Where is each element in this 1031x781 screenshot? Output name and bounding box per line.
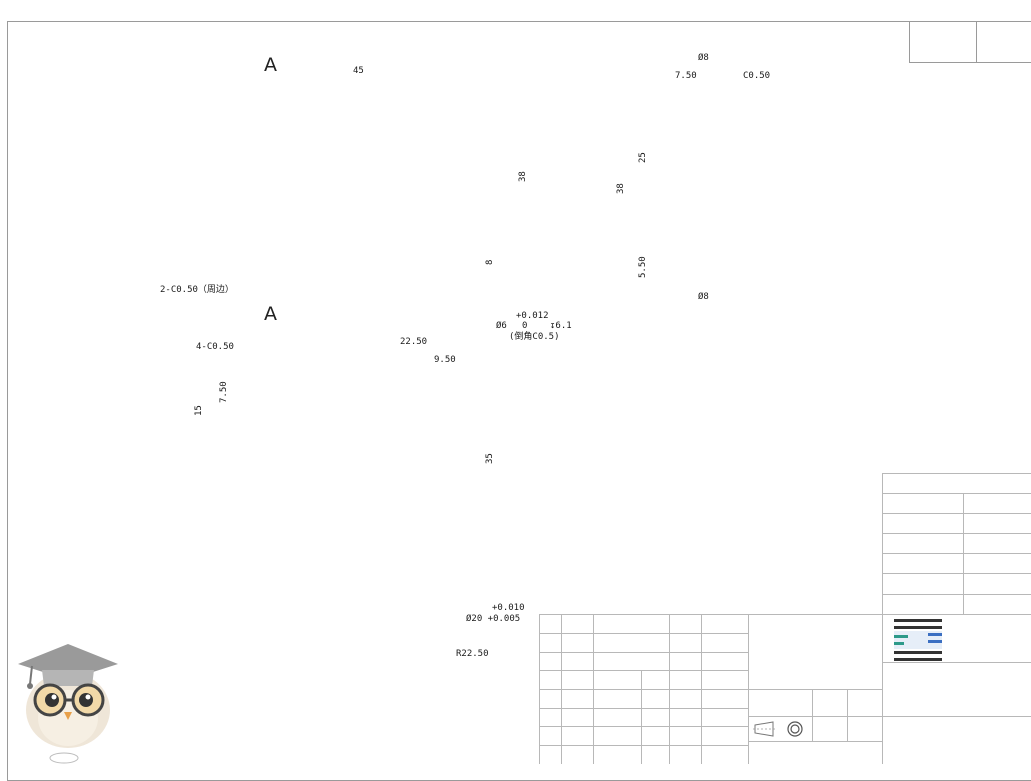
dimension-4c050: 4-C0.50	[196, 342, 234, 352]
dimension-25: 25	[638, 152, 648, 163]
dimension-phi8-mid: Ø8	[698, 292, 709, 302]
top-right-cell-divider	[976, 21, 977, 63]
dimension-7-50-top: 7.50	[675, 71, 697, 81]
tolerance-plus-012: +0.012	[516, 311, 549, 321]
tolerance-zero: 0	[522, 321, 528, 331]
dimension-r22-50: R22.50	[456, 649, 489, 659]
dimension-7-50-left: 7.50	[219, 381, 229, 403]
section-mark-a-mid: A	[264, 303, 277, 325]
company-logo-icon	[892, 617, 944, 663]
dimension-9-50: 9.50	[434, 355, 456, 365]
depth-6-1: ↧6.1	[550, 321, 572, 331]
dimension-2c050-perimeter: 2-C0.50（周边）	[160, 285, 234, 295]
dimension-38-b: 38	[616, 183, 626, 194]
dimension-phi6: Ø6	[496, 321, 507, 331]
dimension-phi8-top: Ø8	[698, 53, 709, 63]
drawing-border	[7, 21, 1031, 781]
dimension-c050: C0.50	[743, 71, 771, 81]
dimension-45: 45	[353, 66, 364, 76]
dimension-8: 8	[485, 259, 495, 265]
dimension-5-50: 5.50	[638, 256, 648, 278]
first-angle-projection-icon	[753, 719, 805, 739]
drawing-sheet: A A 45 Ø8 7.50 C0.50 25 38 38 8 5.50 Ø8 …	[7, 21, 1031, 781]
chamfer-note: (倒角C0.5)	[509, 332, 560, 342]
section-mark-a-top: A	[264, 54, 277, 76]
tolerance-plus-010: +0.010	[492, 603, 525, 613]
dimension-22-50: 22.50	[400, 337, 428, 347]
dimension-phi20: Ø20 +0.005	[466, 614, 521, 624]
dimension-35: 35	[485, 453, 495, 464]
dimension-38-a: 38	[518, 171, 528, 182]
dimension-15: 15	[194, 405, 204, 416]
owl-mascot-icon	[14, 640, 124, 764]
top-right-cell	[909, 21, 1031, 63]
